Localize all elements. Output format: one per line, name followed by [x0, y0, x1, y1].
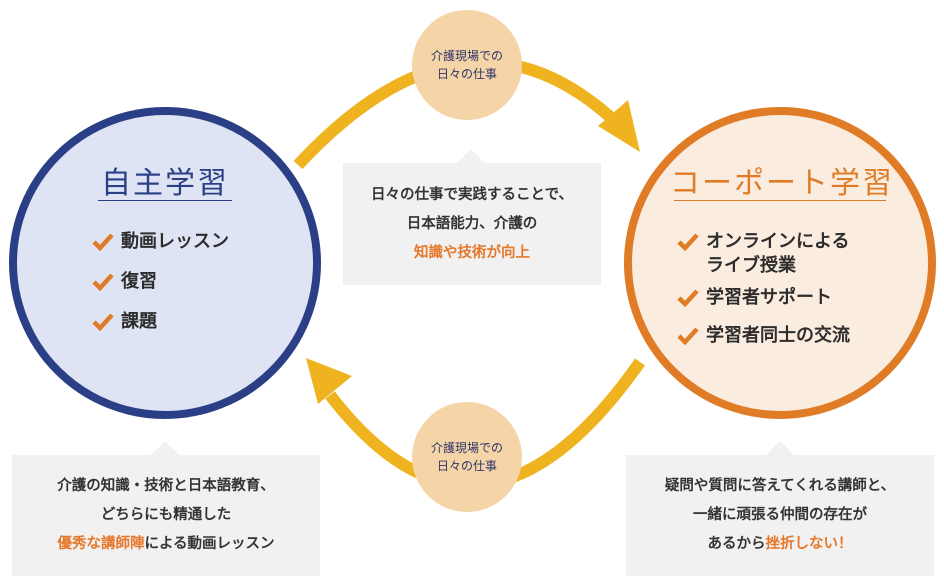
check-icon — [677, 289, 699, 308]
left-note-line-rest: による動画レッスン — [144, 536, 275, 552]
left-note-highlight: 優秀な講師陣 — [57, 536, 145, 552]
center-note-line: 日本語能力、介護の — [406, 215, 538, 232]
cohort-study-item-label-line2: ライブ授業 — [706, 255, 796, 276]
self-study-item-label: 復習 — [121, 271, 157, 292]
center-note-highlight: 知識や技術が向上 — [414, 244, 530, 261]
left-note-line: 介護の知識・技術と日本語教育、 — [57, 478, 275, 494]
check-icon — [677, 233, 699, 252]
right-note-line: あるから挫折しない！ — [708, 530, 853, 559]
center-note-pointer — [457, 149, 485, 163]
check-icon — [677, 327, 699, 346]
right-note: 疑問や質問に答えてくれる講師と、 一緒に頑張る仲間の存在が あるから挫折しない！ — [626, 455, 934, 576]
right-note-line: 疑問や質問に答えてくれる講師と、 — [664, 478, 896, 494]
check-icon — [92, 273, 114, 292]
self-study-title-underline — [98, 200, 232, 201]
bubble-line: 介護現場での — [430, 49, 503, 63]
cohort-study-title: コーポート学習 — [670, 166, 894, 201]
right-note-line-rest: あるから — [707, 536, 766, 552]
bubble-line: 介護現場での — [430, 441, 503, 455]
cohort-study-item-label: 学習者サポート — [706, 287, 832, 308]
cohort-study-circle — [624, 107, 936, 419]
top-arc-arrowhead — [598, 100, 640, 152]
left-note-line: どちらにも精通した — [100, 507, 232, 523]
cohort-study-item: 学習者同士の交流 — [676, 324, 850, 348]
self-study-title: 自主学習 — [101, 166, 229, 201]
right-note-highlight: 挫折しない！ — [765, 536, 853, 552]
left-note-pointer — [151, 441, 179, 455]
self-study-item-label: 課題 — [121, 311, 157, 332]
left-note: 介護の知識・技術と日本語教育、 どちらにも精通した 優秀な講師陣による動画レッス… — [12, 455, 320, 576]
cohort-study-item: オンラインによる ライブ授業 — [676, 230, 850, 278]
cohort-study-list: オンラインによる ライブ授業 学習者サポート 学習者同士の交流 — [676, 230, 850, 348]
bottom-workplace-bubble: 介護現場での 日々の仕事 — [412, 402, 522, 512]
right-note-line: 一緒に頑張る仲間の存在が — [693, 507, 867, 523]
bubble-line: 日々の仕事 — [436, 67, 497, 81]
center-note: 日々の仕事で実践することで、 日本語能力、介護の 知識や技術が向上 — [343, 163, 601, 285]
center-note-line: 日々の仕事で実践することで、 — [371, 186, 573, 203]
self-study-item-label: 動画レッスン — [121, 231, 229, 252]
cohort-study-item-label: 学習者同士の交流 — [706, 325, 850, 346]
bubble-line: 日々の仕事 — [436, 459, 497, 473]
check-icon — [92, 313, 114, 332]
top-workplace-bubble: 介護現場での 日々の仕事 — [412, 10, 522, 120]
right-note-pointer — [766, 441, 794, 455]
check-icon — [92, 233, 114, 252]
self-study-item: 課題 — [91, 310, 229, 334]
cohort-study-item-label: オンラインによる — [706, 231, 850, 252]
self-study-item: 復習 — [91, 270, 229, 294]
left-note-line: 優秀な講師陣による動画レッスン — [57, 530, 274, 559]
self-study-circle — [9, 107, 321, 419]
cohort-study-title-underline — [674, 200, 886, 201]
cohort-study-item: 学習者サポート — [676, 286, 850, 310]
self-study-list: 動画レッスン 復習 課題 — [91, 230, 229, 334]
bottom-arc-arrowhead — [306, 358, 352, 404]
self-study-item: 動画レッスン — [91, 230, 229, 254]
